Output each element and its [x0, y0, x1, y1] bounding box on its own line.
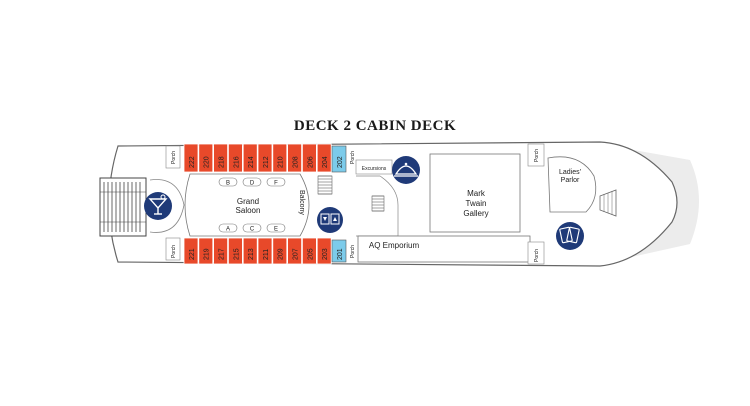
deck-title: DECK 2 CABIN DECK: [293, 118, 457, 134]
serving-cloche-icon: [392, 156, 420, 184]
booth-B: [218, 177, 238, 187]
booth-A: [218, 223, 238, 233]
cabin-215[interactable]: [227, 237, 243, 265]
cabin-218-label: 218: [219, 156, 226, 168]
booth-C-label: C: [250, 227, 255, 233]
paddlewheel: [99, 177, 147, 237]
booth-D: [242, 177, 262, 187]
cabin-211-label: 211: [263, 249, 270, 260]
booth-F: [266, 177, 286, 187]
gallery-label-1: Mark: [467, 189, 486, 198]
cabin-209-label: 209: [278, 248, 285, 260]
cabin-220[interactable]: [198, 143, 214, 173]
grand-saloon-label-2: Saloon: [236, 206, 261, 215]
porch-stern-top: [165, 145, 181, 169]
booth-C: [242, 223, 262, 233]
suite-201-label: 201: [337, 248, 344, 260]
porch-mid-bottom-label: Porch: [350, 245, 356, 258]
elevator-arrows-icon: [317, 207, 343, 233]
cabin-203[interactable]: [316, 237, 332, 265]
cabin-212[interactable]: [257, 143, 273, 173]
aq-emporium-label: AQ Emporium: [369, 241, 420, 250]
staircase-forward: [371, 195, 385, 212]
cabin-212-label: 212: [263, 156, 270, 168]
cabin-210[interactable]: [272, 143, 288, 173]
cabin-216[interactable]: [227, 143, 243, 173]
cabin-215-label: 215: [233, 248, 240, 260]
cabin-row-port: 222 220 218 216 214 212 210 208 206 204: [183, 143, 332, 173]
booth-F-label: F: [274, 181, 278, 187]
cabin-207[interactable]: [287, 237, 303, 265]
cabin-205[interactable]: [301, 237, 317, 265]
cabin-205-label: 205: [307, 248, 314, 260]
porch-fwd-top-label: Porch: [534, 149, 540, 162]
cabin-211[interactable]: [257, 237, 273, 265]
cabin-221-label: 221: [189, 248, 196, 260]
cabin-217-label: 217: [219, 248, 226, 260]
porch-fwd-bottom: [527, 241, 545, 265]
booth-E-label: E: [274, 227, 278, 233]
cocktail-glass-icon: [144, 192, 172, 220]
cabin-208[interactable]: [287, 143, 303, 173]
cabin-206[interactable]: [301, 143, 317, 173]
staircase-aft: [317, 175, 333, 195]
gallery-label-3: Gallery: [463, 209, 488, 218]
stern-room-outline: [149, 179, 185, 233]
mark-twain-gallery-outline: [429, 153, 521, 233]
porch-fwd-bottom-label: Porch: [534, 249, 540, 262]
grand-saloon-outline: [184, 173, 310, 237]
porch-stern-top-label: Porch: [171, 151, 177, 164]
cabin-203-label: 203: [322, 248, 329, 260]
gallery-label-2: Twain: [466, 199, 487, 208]
balcony-label: Balcony: [298, 190, 305, 215]
cabin-row-starboard: 221 219 217 215 213 211 209 207 205 203: [183, 237, 332, 265]
cabin-204-label: 204: [322, 156, 329, 168]
playing-cards-icon: [556, 222, 584, 250]
booth-A-label: A: [226, 227, 230, 233]
ladies-parlor-label-1: Ladies': [559, 169, 581, 176]
excursions-label: Excursions: [362, 166, 387, 172]
cabin-219-label: 219: [204, 248, 211, 260]
suite-201[interactable]: [331, 239, 347, 263]
cabin-219[interactable]: [198, 237, 214, 265]
suite-202[interactable]: [331, 145, 347, 173]
cabin-221[interactable]: [183, 237, 199, 265]
cabin-220-label: 220: [204, 156, 211, 168]
booth-D-label: D: [250, 181, 255, 187]
cabin-214-label: 214: [248, 156, 255, 168]
excursions-desk: [355, 159, 393, 175]
cabin-209[interactable]: [272, 237, 288, 265]
cabin-216-label: 216: [233, 156, 240, 168]
cabin-222[interactable]: [183, 143, 199, 173]
cabin-218[interactable]: [213, 143, 229, 173]
cabin-217[interactable]: [213, 237, 229, 265]
bow-capstan: [599, 189, 617, 217]
booth-E: [266, 223, 286, 233]
cabin-206-label: 206: [307, 156, 314, 168]
suite-202-label: 202: [337, 156, 344, 168]
cabin-213[interactable]: [242, 237, 258, 265]
cabin-204[interactable]: [316, 143, 332, 173]
cabin-213-label: 213: [248, 248, 255, 260]
ladies-parlor-label-2: Parlor: [561, 177, 580, 184]
ladies-parlor-outline: [547, 156, 597, 213]
aq-emporium-outline: [357, 235, 531, 263]
cabin-207-label: 207: [293, 248, 300, 260]
cabin-214[interactable]: [242, 143, 258, 173]
cabin-222-label: 222: [189, 156, 196, 168]
booth-B-label: B: [226, 181, 230, 187]
cabin-208-label: 208: [293, 156, 300, 168]
porch-mid-top-label: Porch: [350, 151, 356, 164]
cabin-210-label: 210: [278, 156, 285, 168]
grand-saloon-label-1: Grand: [237, 197, 259, 206]
aft-lounge-outline: [356, 175, 399, 237]
porch-stern-bottom-label: Porch: [171, 245, 177, 258]
porch-fwd-top: [527, 143, 545, 167]
porch-stern-bottom: [165, 237, 181, 261]
